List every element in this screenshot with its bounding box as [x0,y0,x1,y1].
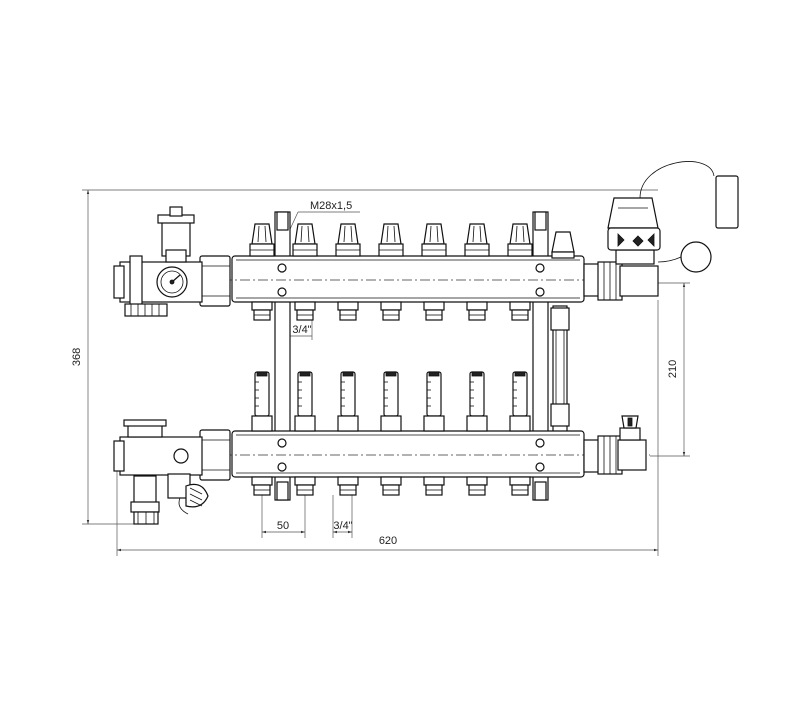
outlet-connector-top [294,301,316,321]
flowmeter-row [251,371,531,432]
outlet-connector-top [466,301,488,321]
dimension-total-width: 620 [116,300,659,556]
dimension-thread-bottom: 3/4" [332,495,353,538]
flowmeter [423,371,445,432]
outlet-connector-top [423,301,445,321]
flowmeter [294,371,316,432]
dimension-label-50: 50 [277,520,289,532]
dimension-bar-distance: 210 [650,282,690,457]
outlet-connector-bottom [509,476,531,496]
top-outlet-row [251,301,531,321]
flowmeter [337,371,359,432]
flowmeter [466,371,488,432]
outlet-connector-top [337,301,359,321]
dimension-label-thread-top: 3/4" [292,324,311,336]
bypass-pipe [550,305,570,435]
temperature-sensor [639,161,739,273]
bottom-inlet-assembly [113,419,231,525]
outlet-connector-top [251,301,273,321]
dimension-label-368: 368 [71,348,83,366]
top-right-end-fitting [583,249,659,301]
outlet-connector-top [509,301,531,321]
dimension-label-210: 210 [667,360,679,378]
outlet-connector-top [380,301,402,321]
top-inlet-assembly [113,206,231,317]
bottom-outlet-row [251,476,531,496]
outlet-connector-bottom [423,476,445,496]
valve-head [335,223,361,257]
dimension-outlet-spacing: 50 [261,490,306,538]
end-cap-knob [551,231,575,259]
valve-head [378,223,404,257]
top-valve-row [249,223,575,259]
valve-head [507,223,533,257]
flowmeter [251,371,273,432]
outlet-connector-bottom [251,476,273,496]
bottom-right-end-fitting [583,415,647,475]
bracket-screws [277,263,545,472]
valve-head [464,223,490,257]
callout-label-m28: M28x1,5 [310,200,352,212]
dimension-thread-top: 3/4" [289,320,313,340]
outlet-connector-bottom [337,476,359,496]
outlet-connector-bottom [466,476,488,496]
valve-head [292,223,318,257]
flowmeter [509,371,531,432]
pressure-gauge [156,266,188,298]
outlet-connector-bottom [294,476,316,496]
dimension-label-620: 620 [379,535,397,547]
bottom-manifold-bar [222,430,650,478]
outlet-connector-bottom [380,476,402,496]
thermostatic-head [607,197,661,251]
flowmeter [380,371,402,432]
valve-head [421,223,447,257]
dimension-label-thread-bottom: 3/4" [333,520,352,532]
dimension-total-height: 368 [71,189,658,525]
valve-head [249,223,275,257]
